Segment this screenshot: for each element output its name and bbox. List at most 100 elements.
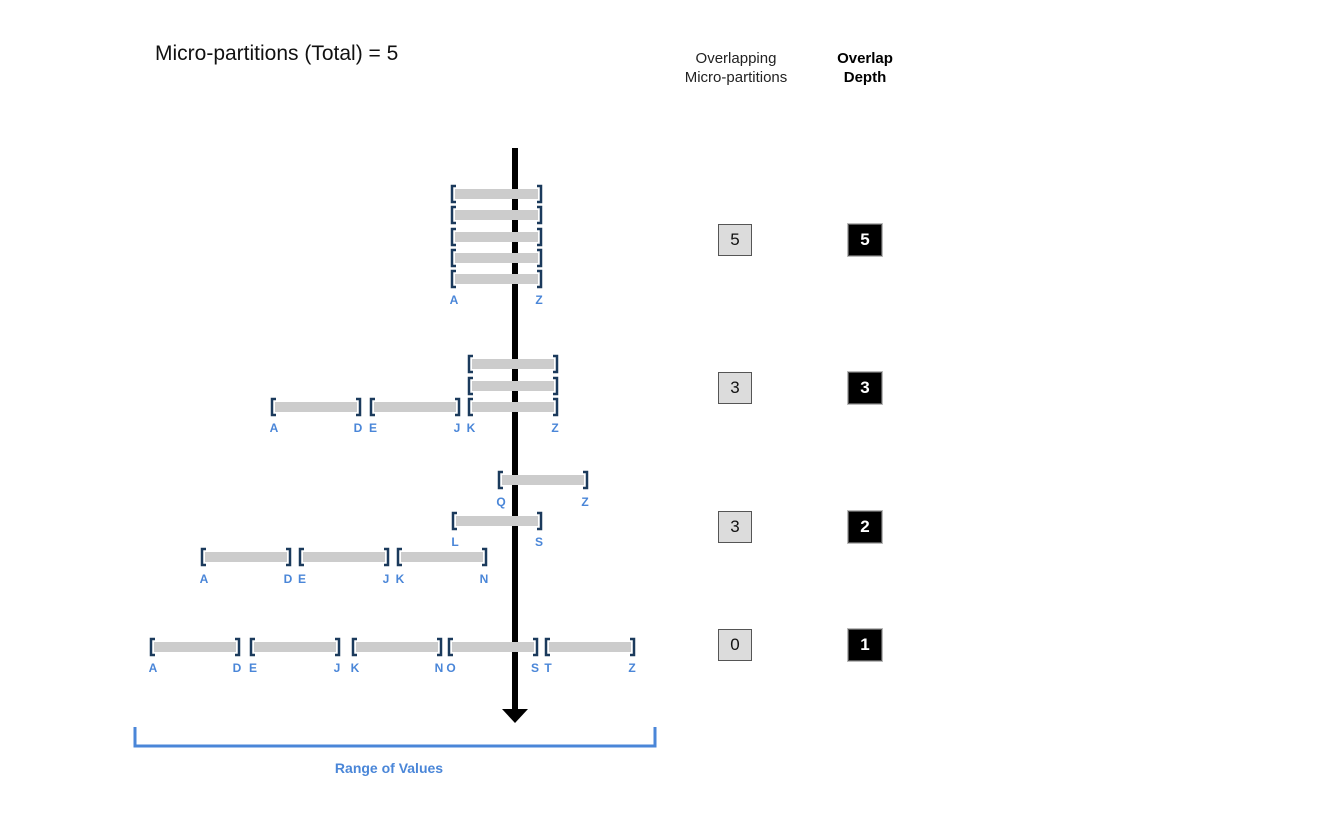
partition-end-label: N [435,661,444,675]
partition-end-label: Z [581,495,588,509]
overlapping-count-row-3: 3 [718,511,752,543]
partition-left-bracket [249,637,255,657]
partition-left-bracket [450,248,456,268]
partition-end-label: J [334,661,341,675]
partition-end-label: N [480,572,489,586]
partition-end-label: J [383,572,390,586]
partition-end-label: J [454,421,461,435]
partition-bar [455,210,538,220]
partition-bar [356,642,438,652]
partition-bar [455,189,538,199]
partition-left-bracket [450,205,456,225]
range-of-values-label: Range of Values [335,760,443,776]
overlap-depth-row-2: 3 [848,372,882,404]
partition-bar [502,475,584,485]
partition-bar [455,232,538,242]
partition-left-bracket [270,397,276,417]
partition-right-bracket [583,470,589,490]
partition-end-label: Z [535,293,542,307]
partition-right-bracket [537,269,543,289]
partition-bar [455,274,538,284]
header-overlapping-micro-partitions: Overlapping Micro-partitions [666,49,806,87]
partition-bar [254,642,336,652]
partition-start-label: O [446,661,455,675]
partition-left-bracket [497,470,503,490]
partition-bar [205,552,287,562]
partition-bar [452,642,534,652]
page-title: Micro-partitions (Total) = 5 [155,42,399,65]
partition-end-label: D [233,661,242,675]
partition-left-bracket [467,354,473,374]
overlap-depth-row-3: 2 [848,511,882,543]
partition-left-bracket [450,227,456,247]
partition-right-bracket [437,637,443,657]
partition-bar [275,402,357,412]
partition-bar [456,516,538,526]
header-overlap-depth: Overlap Depth [815,49,915,87]
partition-start-label: L [451,535,458,549]
partition-left-bracket [544,637,550,657]
partition-right-bracket [335,637,341,657]
partition-bar [154,642,236,652]
partition-right-bracket [235,637,241,657]
partition-start-label: K [396,572,405,586]
partition-right-bracket [553,397,559,417]
partition-right-bracket [630,637,636,657]
partition-right-bracket [553,376,559,396]
header-overlapping-text: Overlapping Micro-partitions [684,50,788,86]
partition-left-bracket [450,184,456,204]
partition-left-bracket [450,269,456,289]
partition-end-label: Z [551,421,558,435]
partition-start-label: Q [496,495,505,509]
partition-bar [303,552,385,562]
partition-bar [472,381,554,391]
partition-left-bracket [396,547,402,567]
partition-start-label: E [369,421,377,435]
partition-end-label: D [284,572,293,586]
partition-bar [549,642,631,652]
partition-end-label: D [354,421,363,435]
overlap-depth-row-4: 1 [848,629,882,661]
partition-start-label: A [450,293,459,307]
partition-left-bracket [447,637,453,657]
partition-start-label: A [149,661,158,675]
partition-right-bracket [384,547,390,567]
partition-end-label: S [531,661,539,675]
partition-right-bracket [537,248,543,268]
partition-bar [472,402,554,412]
partition-right-bracket [553,354,559,374]
partition-right-bracket [537,511,543,531]
partition-left-bracket [467,397,473,417]
partition-bar [472,359,554,369]
overlapping-count-row-4: 0 [718,629,752,661]
range-bracket [133,727,657,748]
partition-bar [401,552,483,562]
partition-right-bracket [356,397,362,417]
partition-right-bracket [537,205,543,225]
axis-arrowhead [502,709,528,723]
partition-right-bracket [286,547,292,567]
partition-right-bracket [455,397,461,417]
partition-start-label: K [467,421,476,435]
partition-left-bracket [200,547,206,567]
partition-left-bracket [369,397,375,417]
partition-start-label: T [544,661,552,675]
partition-start-label: A [270,421,279,435]
partition-bar [374,402,456,412]
partition-left-bracket [467,376,473,396]
partition-left-bracket [451,511,457,531]
partition-right-bracket [537,184,543,204]
partition-start-label: A [200,572,209,586]
overlapping-count-row-2: 3 [718,372,752,404]
partition-right-bracket [533,637,539,657]
partition-start-label: E [298,572,306,586]
partition-left-bracket [298,547,304,567]
overlap-depth-row-1: 5 [848,224,882,256]
partition-right-bracket [482,547,488,567]
partition-start-label: K [351,661,360,675]
overlapping-count-row-1: 5 [718,224,752,256]
partition-left-bracket [351,637,357,657]
partition-start-label: E [249,661,257,675]
header-depth-text: Overlap Depth [837,50,893,86]
